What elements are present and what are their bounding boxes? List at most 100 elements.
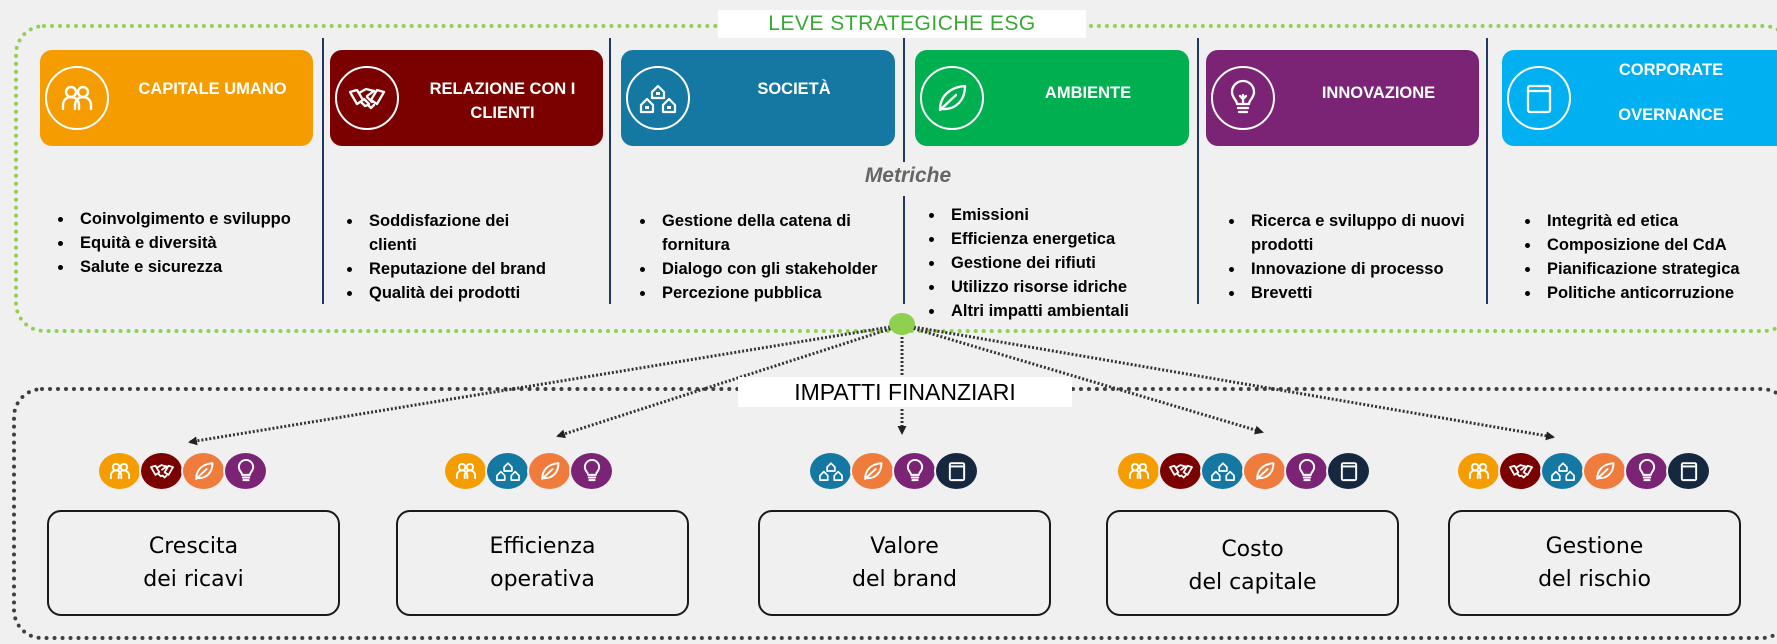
impact-icons-rischio (1456, 451, 1711, 491)
handshake-icon (335, 66, 399, 130)
impact-label-line: Efficienza (489, 534, 596, 559)
column-separator (903, 196, 905, 304)
metric-item: Salute e sicurezza (50, 255, 320, 279)
metric-item: Ricerca e sviluppo di nuovi prodotti (1221, 209, 1475, 257)
metrics-label: Metriche (864, 164, 952, 187)
lever-card-ambiente: AMBIENTE (915, 50, 1189, 146)
lever-title-line: CORPORATE (1618, 61, 1724, 80)
leaf-icon (527, 451, 572, 491)
metric-item: Reputazione del brand (339, 257, 559, 281)
houses-icon (808, 451, 853, 491)
metric-list-governance: Integrità ed etica Composizione del CdA … (1517, 209, 1777, 305)
metric-item: Equità e diversità (50, 231, 320, 255)
document-icon (1666, 451, 1711, 491)
metric-item: Politiche anticorruzione (1517, 281, 1777, 305)
metric-list-ambiente: Emissioni Efficienza energetica Gestione… (921, 203, 1191, 323)
lever-title: AMBIENTE (1044, 83, 1132, 102)
metric-list-societa: Gestione della catena di fornitura Dialo… (632, 209, 894, 305)
leaf-icon (920, 66, 984, 130)
connector-hub (889, 313, 915, 335)
lever-title-line: OVERNANCE (1618, 106, 1724, 124)
impact-box-efficienza-operativa: Efficienza operativa (396, 510, 689, 616)
metric-item: Soddisfazione dei clienti (339, 209, 559, 257)
leaf-icon (1582, 451, 1627, 491)
lightbulb-icon (223, 451, 268, 491)
impact-label-line: dei ricavi (143, 567, 244, 592)
impact-box-gestione-rischio: Gestione del rischio (1448, 510, 1741, 616)
lightbulb-icon (1211, 66, 1275, 130)
lever-title: SOCIETÀ (757, 79, 831, 98)
metric-list-capitale-umano: Coinvolgimento e sviluppo Equità e diver… (50, 207, 320, 279)
lightbulb-icon (892, 451, 937, 491)
document-icon (1326, 451, 1371, 491)
metric-item: Gestione della catena di fornitura (632, 209, 894, 257)
impact-label-line: Gestione (1545, 534, 1644, 559)
houses-icon (1540, 451, 1585, 491)
houses-icon (1200, 451, 1245, 491)
impact-icons-costo (1116, 451, 1371, 491)
metric-item: Integrità ed etica (1517, 209, 1777, 233)
lightbulb-icon (1624, 451, 1669, 491)
people-icon (443, 451, 488, 491)
metric-item: Utilizzo risorse idriche (921, 275, 1191, 299)
metric-item: Qualità dei prodotti (339, 281, 559, 305)
lightbulb-icon (569, 451, 614, 491)
impact-label-line: Crescita (148, 534, 239, 559)
impact-label-line: del brand (851, 567, 957, 592)
metric-item: Composizione del CdA (1517, 233, 1777, 257)
people-icon (97, 451, 142, 491)
impact-box-crescita-ricavi: Crescita dei ricavi (47, 510, 340, 616)
esg-levers-title: LEVE STRATEGICHE ESG (718, 10, 1086, 38)
metric-item: Gestione dei rifiuti (921, 251, 1191, 275)
lever-title: INNOVAZIONE (1321, 83, 1436, 102)
lightbulb-icon (1284, 451, 1329, 491)
lever-title: CAPITALE UMANO (138, 79, 287, 98)
metric-item: Brevetti (1221, 281, 1475, 305)
lever-card-societa: SOCIETÀ (621, 50, 895, 146)
impact-label-line: del rischio (1538, 567, 1651, 592)
lever-card-innovazione: INNOVAZIONE (1206, 50, 1479, 146)
metric-item: Pianificazione strategica (1517, 257, 1777, 281)
document-icon (934, 451, 979, 491)
lever-title: CORPORATE OVERNANCE (1580, 50, 1762, 146)
houses-icon (626, 66, 690, 130)
people-icon (1116, 451, 1161, 491)
impact-label-line: Valore (870, 534, 939, 559)
column-separator (1197, 38, 1199, 304)
column-separator (903, 38, 905, 162)
people-icon (1456, 451, 1501, 491)
lever-card-governance: CORPORATE OVERNANCE (1502, 50, 1777, 146)
handshake-icon (139, 451, 184, 491)
impact-box-costo-capitale: Costo del capitale (1106, 510, 1399, 616)
impact-label-line: Costo (1221, 537, 1284, 562)
lever-title: RELAZIONE CON I CLIENTI (408, 50, 597, 146)
lever-title-line: RELAZIONE CON I (429, 80, 576, 99)
leaf-icon (181, 451, 226, 491)
impact-icons-crescita (97, 451, 268, 491)
lever-card-relazione-clienti: RELAZIONE CON I CLIENTI (330, 50, 603, 146)
lever-card-capitale-umano: CAPITALE UMANO (40, 50, 313, 146)
metric-item: Altri impatti ambientali (921, 299, 1191, 323)
handshake-icon (1498, 451, 1543, 491)
metric-list-relazione-clienti: Soddisfazione dei clienti Reputazione de… (339, 209, 559, 305)
lever-title-line: CLIENTI (470, 104, 535, 122)
metric-item: Efficienza energetica (921, 227, 1191, 251)
metric-item: Emissioni (921, 203, 1191, 227)
metric-list-innovazione: Ricerca e sviluppo di nuovi prodotti Inn… (1221, 209, 1475, 305)
metric-item: Percezione pubblica (632, 281, 894, 305)
column-separator (609, 38, 611, 304)
people-icon (45, 66, 109, 130)
leaf-icon (1242, 451, 1287, 491)
impact-box-valore-brand: Valore del brand (758, 510, 1051, 616)
impact-icons-valore (808, 451, 979, 491)
document-icon (1507, 66, 1571, 130)
impact-label-line: del capitale (1188, 570, 1317, 595)
leaf-icon (850, 451, 895, 491)
metric-item: Dialogo con gli stakeholder (632, 257, 894, 281)
metric-item: Coinvolgimento e sviluppo (50, 207, 320, 231)
column-separator (322, 38, 324, 304)
houses-icon (485, 451, 530, 491)
handshake-icon (1158, 451, 1203, 491)
financial-impacts-title: IMPATTI FINANZIARI (738, 377, 1072, 407)
column-separator (1486, 38, 1488, 304)
